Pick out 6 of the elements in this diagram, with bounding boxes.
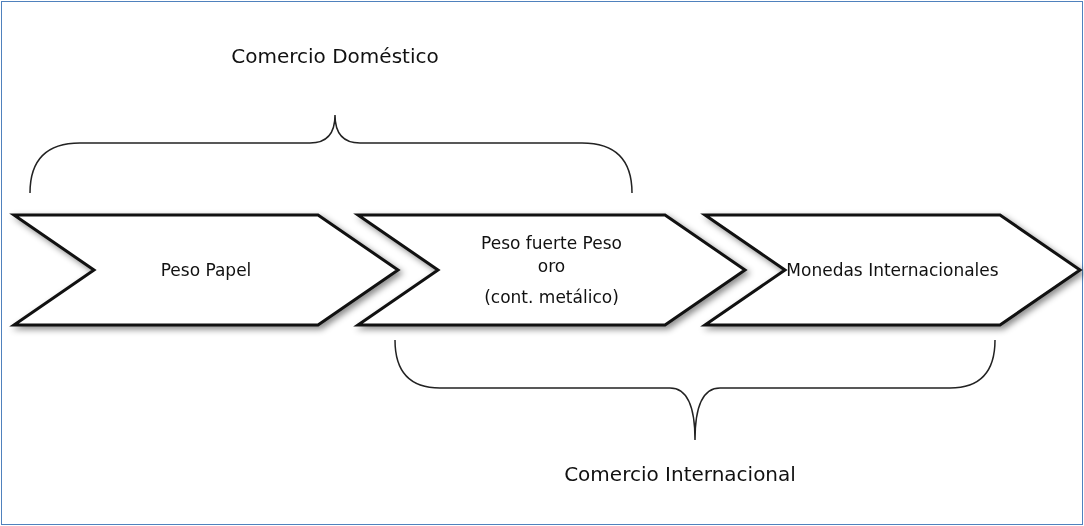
- step-label: Peso fuerte Peso oro: [480, 231, 623, 278]
- bracket-label: Comercio Doméstico: [231, 44, 439, 68]
- step-label: Peso Papel: [160, 258, 252, 282]
- step-label: Monedas Internacionales: [786, 258, 999, 282]
- bracket-label: Comercio Internacional: [564, 462, 796, 486]
- step-label: (cont. metálico): [484, 285, 619, 309]
